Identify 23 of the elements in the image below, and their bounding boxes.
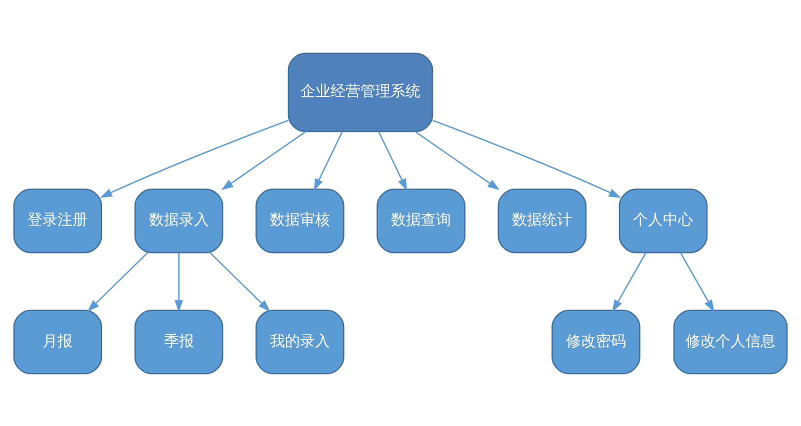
arrow [414, 130, 500, 190]
arrow [680, 252, 714, 312]
node-box: 数据统计 [498, 188, 587, 253]
arrow [87, 252, 148, 312]
arrow [432, 119, 621, 198]
arrow [174, 252, 184, 312]
node-box: 修改密码 [552, 309, 640, 374]
node-box: 数据查询 [376, 188, 466, 253]
arrow [378, 130, 408, 190]
node-box: 个人中心 [618, 188, 708, 253]
node-box: 修改个人信息 [673, 309, 788, 374]
node-box: 数据录入 [134, 188, 224, 253]
node-box: 我的录入 [256, 309, 344, 374]
node-box: 月报 [13, 309, 102, 374]
arrow [221, 130, 306, 190]
node-box: 数据审核 [256, 188, 344, 253]
node-box: 登录注册 [13, 188, 102, 253]
arrow [210, 252, 270, 312]
arrow [100, 119, 288, 198]
node-box: 季报 [134, 309, 224, 374]
arrow [314, 130, 343, 190]
node-box: 企业经营管理系统 [288, 52, 434, 132]
arrow [612, 252, 646, 312]
